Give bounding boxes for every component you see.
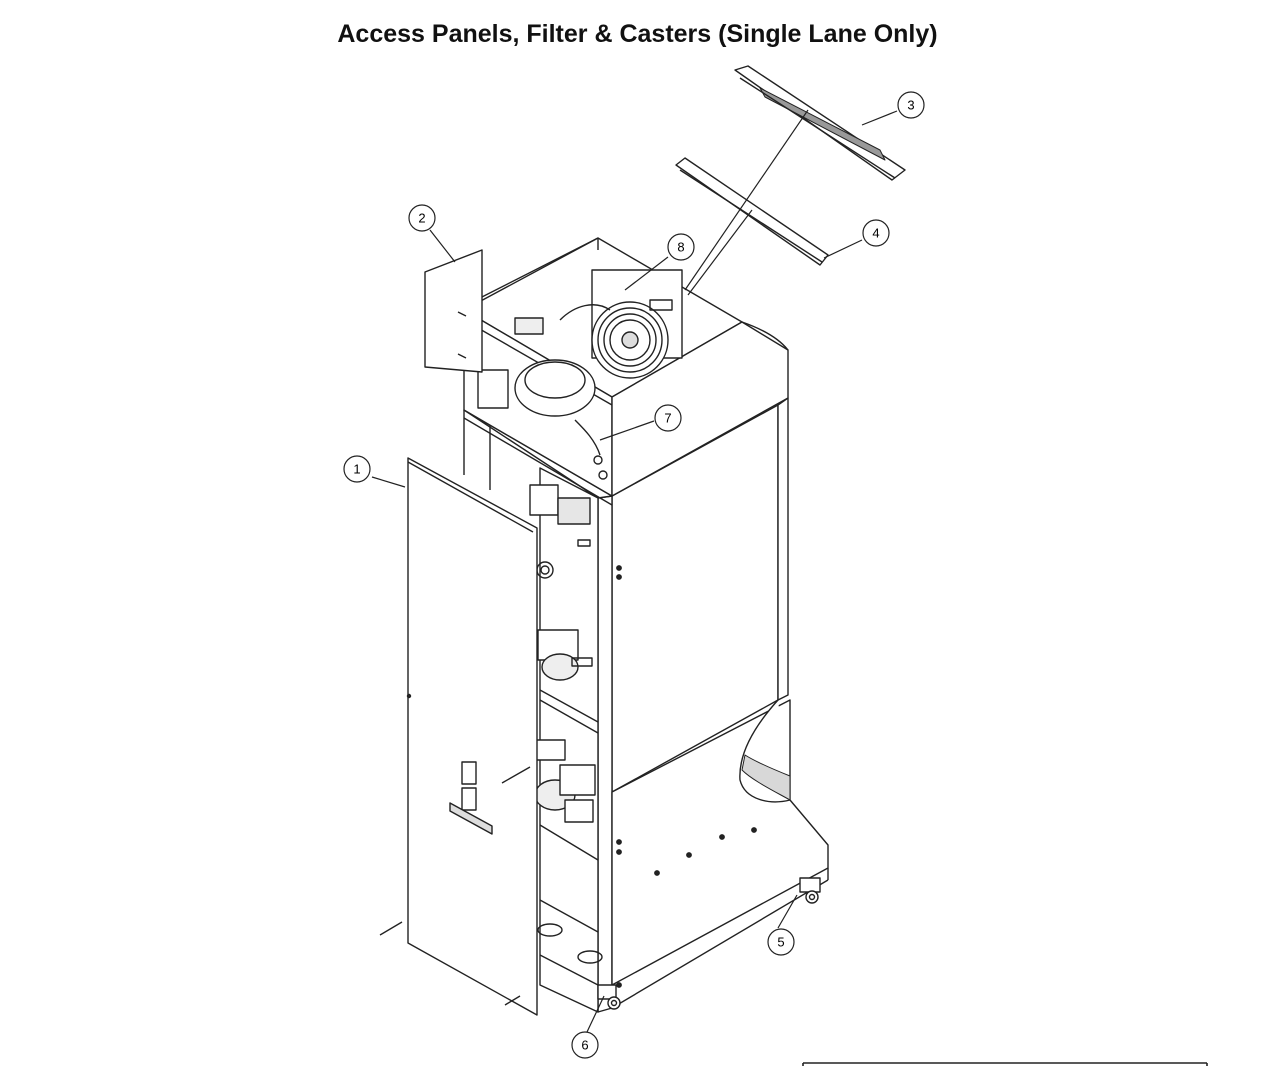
callout-2: 2 [408,204,436,232]
callout-number: 8 [677,240,684,255]
top-grille [734,65,906,181]
casters [597,877,821,1010]
callout-8: 8 [667,233,695,261]
callout-number: 7 [664,411,671,426]
callout-number: 6 [581,1038,588,1053]
callout-number: 5 [777,935,784,950]
callout-6: 6 [571,1031,599,1059]
filter-panel [675,157,829,266]
cabinet-interior [463,409,613,1013]
callout-7: 7 [654,404,682,432]
callout-number: 3 [907,98,914,113]
callout-3: 3 [897,91,925,119]
front-access-door [379,457,538,1016]
callout-number: 1 [353,462,360,477]
side-access-panel [424,249,483,373]
callout-number: 2 [418,211,425,226]
leader-lines [371,109,898,1033]
refrigeration-unit [463,237,789,506]
diagram-title: Access Panels, Filter & Casters (Single … [337,20,938,48]
callout-4: 4 [862,219,890,247]
callout-5: 5 [767,928,795,956]
callout-number: 4 [872,226,879,241]
callout-1: 1 [343,455,371,483]
cabinet-body [597,397,829,1013]
